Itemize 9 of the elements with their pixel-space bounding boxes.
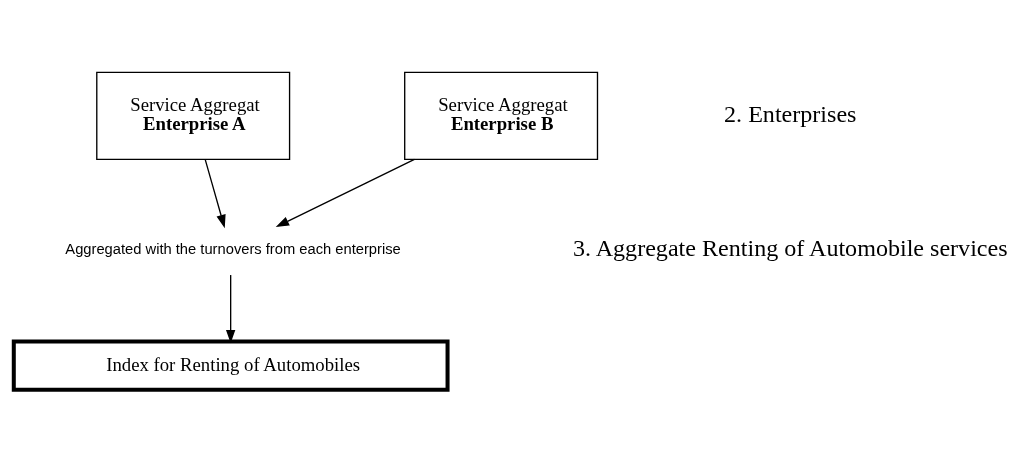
label: 3. Aggregate Renting of Automobile services xyxy=(572,234,1008,261)
node-box: Index for Renting of Automobiles xyxy=(11,338,450,392)
label: 2. Enterprises xyxy=(724,100,857,127)
node-text: Aggregated with the turnovers from each enterprise xyxy=(65,240,401,257)
node-box: Service Aggregat Enterprise B xyxy=(404,71,599,160)
arrow xyxy=(275,158,416,227)
arrow xyxy=(204,158,226,228)
arrow xyxy=(225,273,236,343)
node-box: Service Aggregat Enterprise A xyxy=(96,71,291,160)
